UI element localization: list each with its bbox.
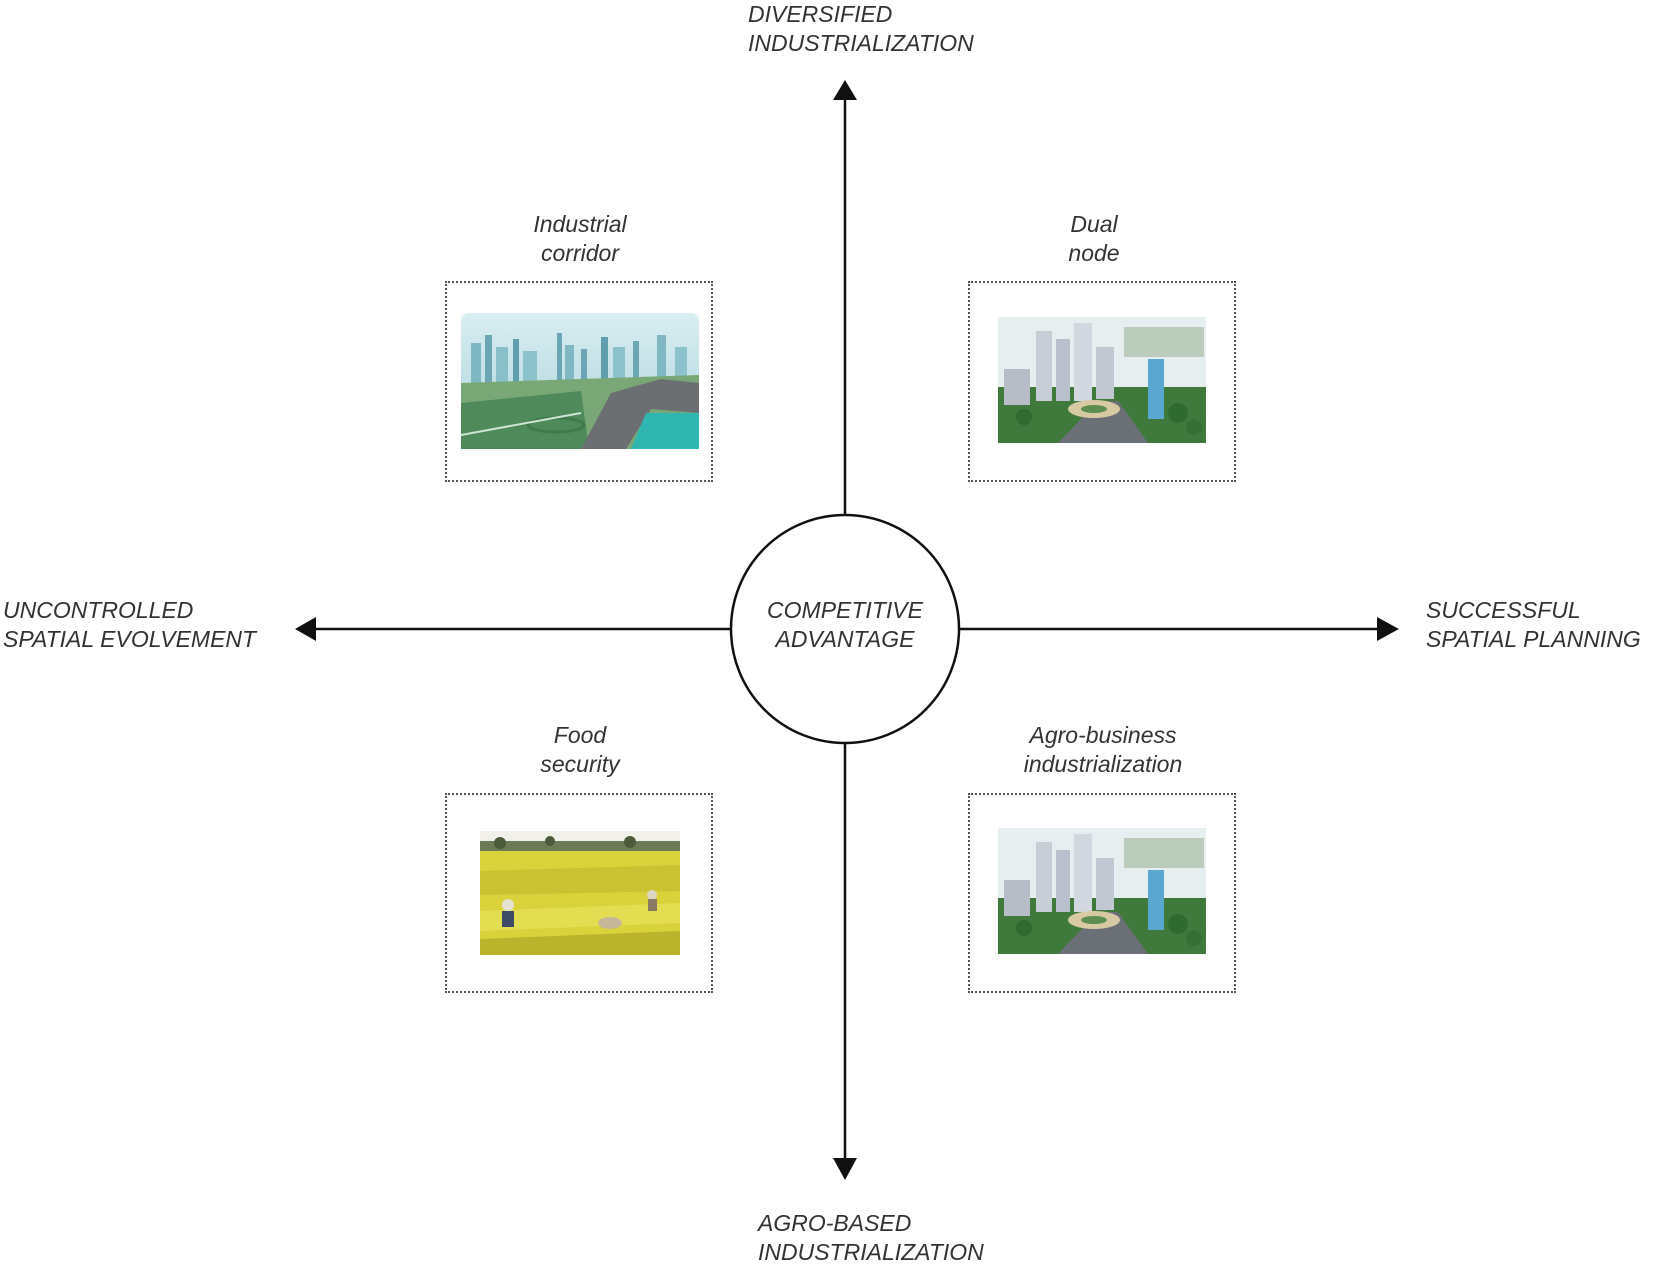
- arrow-down: [833, 1158, 857, 1180]
- caption-industrial-corridor-line-1: Industrial: [533, 211, 627, 237]
- center-label-line-1: COMPETITIVE: [767, 597, 923, 623]
- center-label-line-2: ADVANTAGE: [775, 626, 915, 652]
- image-industrial-corridor: [461, 313, 699, 449]
- image-dual-node: [998, 317, 1206, 443]
- center-circle: [729, 513, 961, 745]
- frame-agro-business: [968, 793, 1236, 993]
- caption-food-security-line-1: Food: [553, 722, 607, 748]
- caption-dual-node: Dual node: [994, 210, 1194, 268]
- caption-dual-node-line-2: node: [1068, 240, 1120, 266]
- arrow-right: [1377, 617, 1399, 641]
- arrow-left: [295, 617, 316, 641]
- frame-food-security: [445, 793, 713, 993]
- axis-label-left: UNCONTROLLED SPATIAL EVOLVEMENT: [3, 596, 256, 654]
- axis-label-right: SUCCESSFUL SPATIAL PLANNING: [1426, 596, 1641, 654]
- axis-label-right-line-2: SPATIAL PLANNING: [1426, 626, 1641, 652]
- image-agro-business: [998, 828, 1206, 954]
- axis-label-top-line-1: DIVERSIFIED: [748, 1, 893, 27]
- arrow-up: [833, 80, 857, 100]
- axis-label-left-line-1: UNCONTROLLED: [3, 597, 194, 623]
- frame-dual-node: [968, 281, 1236, 482]
- caption-agro-business: Agro-business industrialization: [1003, 721, 1203, 779]
- frame-industrial-corridor: [445, 281, 713, 482]
- center-label: COMPETITIVE ADVANTAGE: [745, 596, 945, 654]
- axis-label-bottom-line-2: INDUSTRIALIZATION: [758, 1239, 984, 1265]
- caption-dual-node-line-1: Dual: [1070, 211, 1118, 237]
- caption-agro-business-line-1: Agro-business: [1029, 722, 1177, 748]
- caption-industrial-corridor-line-2: corridor: [541, 240, 619, 266]
- axis-label-top: DIVERSIFIED INDUSTRIALIZATION: [748, 0, 974, 58]
- caption-agro-business-line-2: industrialization: [1023, 751, 1183, 777]
- caption-industrial-corridor: Industrial corridor: [480, 210, 680, 268]
- axis-label-right-line-1: SUCCESSFUL: [1426, 597, 1581, 623]
- axis-label-bottom-line-1: AGRO-BASED: [758, 1210, 912, 1236]
- axis-label-top-line-2: INDUSTRIALIZATION: [748, 30, 974, 56]
- axis-label-bottom: AGRO-BASED INDUSTRIALIZATION: [758, 1209, 984, 1267]
- caption-food-security: Food security: [480, 721, 680, 779]
- caption-food-security-line-2: security: [540, 751, 620, 777]
- image-food-security: [480, 831, 680, 955]
- axis-label-left-line-2: SPATIAL EVOLVEMENT: [3, 626, 257, 652]
